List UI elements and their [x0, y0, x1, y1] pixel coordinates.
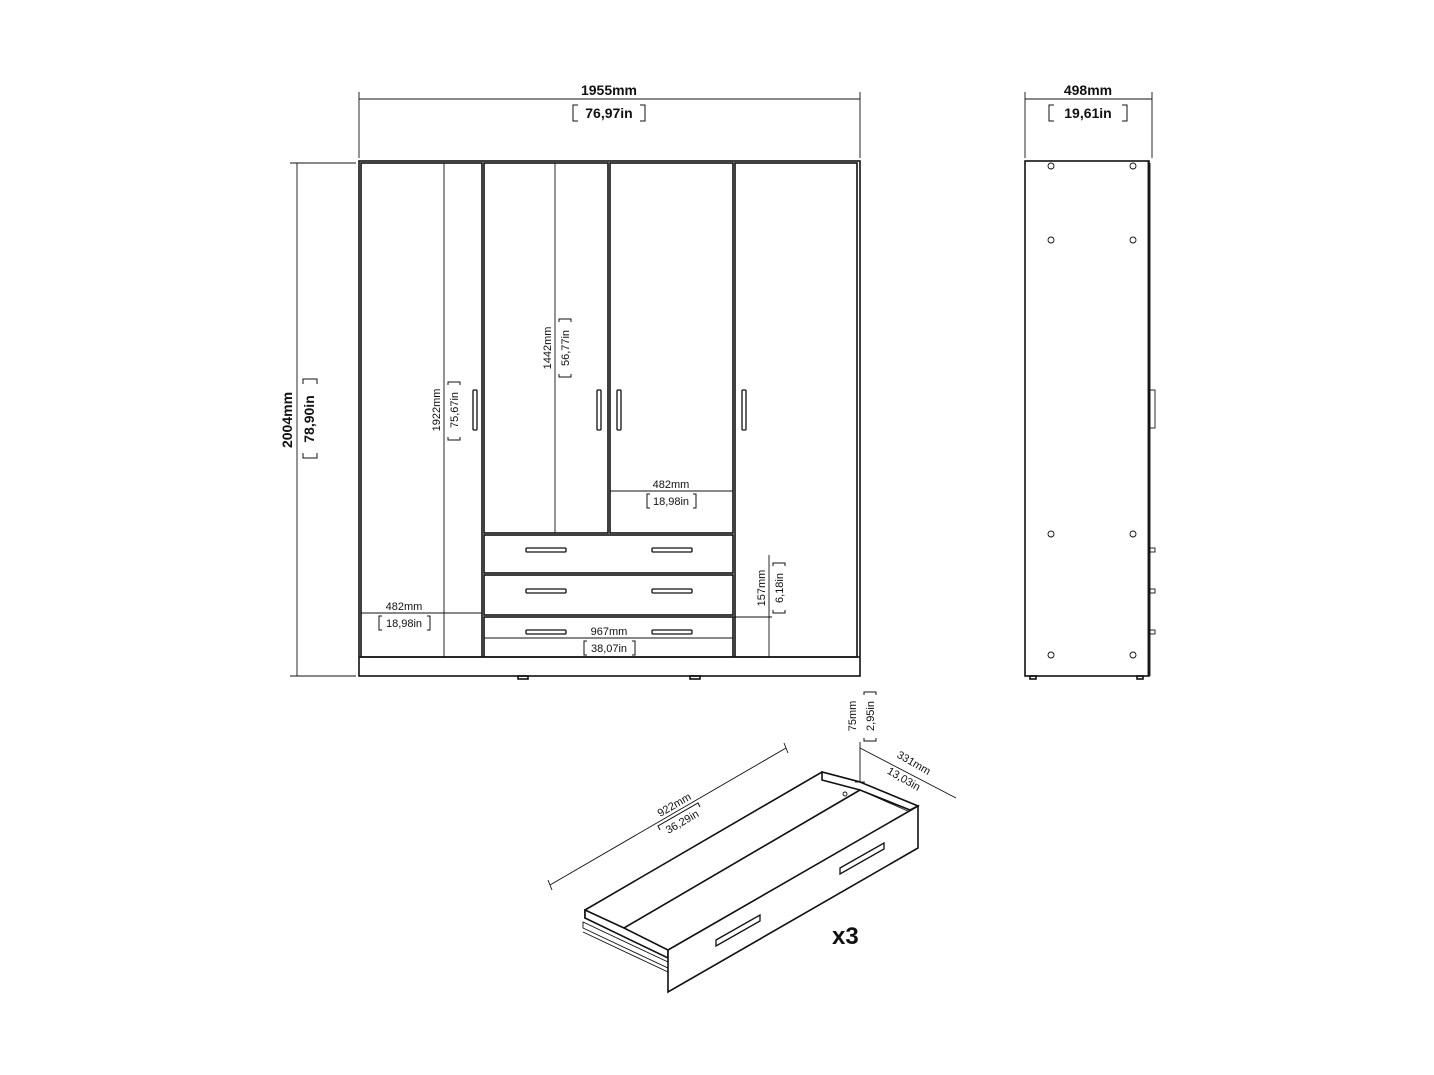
depth-in: 19,61in — [1064, 105, 1111, 121]
drawer-depth-mm: 75mm — [847, 701, 859, 732]
front-view: 1955mm 76,97in 2004mm 78,90in 1922mm 75,… — [279, 82, 861, 680]
door-inner-left — [483, 162, 609, 534]
inner-door-height-in: 56,77in — [560, 330, 572, 366]
total-height-in: 78,90in — [301, 395, 317, 442]
total-height-mm: 2004mm — [279, 392, 295, 448]
door-inner-right — [609, 162, 734, 534]
door-handle — [741, 389, 747, 431]
door-handle — [472, 389, 478, 431]
door-right-outer — [734, 162, 858, 658]
drawer-front-height-mm: 157mm — [756, 570, 768, 607]
drawer-front — [483, 616, 734, 658]
outer-door-height-mm: 1922mm — [431, 389, 443, 432]
side-panel — [1024, 160, 1150, 677]
drawer-front-height-in: 6,18in — [774, 573, 786, 603]
drawer-front-panel — [667, 804, 919, 994]
total-width-mm: 1955mm — [581, 82, 637, 98]
shelf-pin-hole-icon — [1047, 162, 1055, 170]
drawer-quantity: x3 — [832, 923, 859, 950]
inner-door-height-mm: 1442mm — [542, 327, 554, 370]
total-width-in: 76,97in — [585, 105, 632, 121]
outer-door-height-in: 75,67in — [449, 392, 461, 428]
outer-door-width-mm: 482mm — [386, 601, 423, 613]
outer-door-width-in: 18,98in — [386, 618, 422, 630]
drawer-front — [483, 574, 734, 616]
door-handle — [616, 389, 622, 431]
inner-door-width-mm: 482mm — [653, 479, 690, 491]
drawer-isometric-view: 922mm 36,29in 331mm 13,03in 75mm 2,95in … — [547, 691, 957, 994]
drawer-section-width-mm: 967mm — [591, 626, 628, 638]
drawer-depth-in: 2,95in — [865, 701, 877, 731]
inner-door-width-in: 18,98in — [653, 496, 689, 508]
depth-mm: 498mm — [1064, 82, 1112, 98]
door-left-outer — [360, 162, 483, 658]
door-handle — [596, 389, 602, 431]
drawer-front — [483, 534, 734, 574]
side-view: 498mm 19,61in — [1024, 82, 1156, 680]
drawer-section-width-in: 38,07in — [591, 643, 627, 655]
